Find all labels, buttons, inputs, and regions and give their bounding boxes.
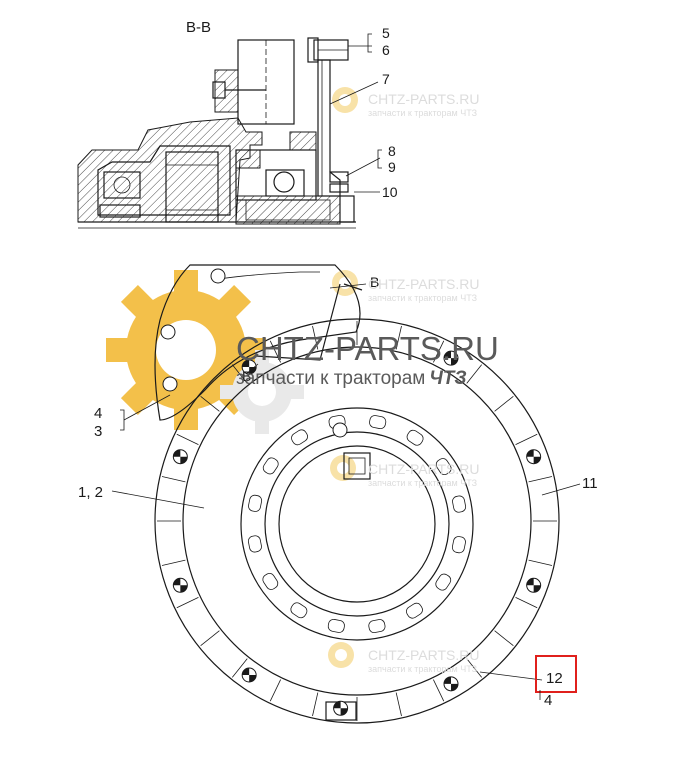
callout-leaders-section — [329, 33, 382, 193]
section-mark-b-bottom: B — [242, 368, 251, 384]
callout-1-2: 1, 2 — [78, 484, 103, 501]
svg-text:CHTZ-PARTS.RU: CHTZ-PARTS.RU — [368, 461, 479, 477]
section-b-b-drawing — [77, 37, 356, 229]
watermark-small-4: CHTZ-PARTS.RU запчасти к тракторам ЧТЗ — [368, 647, 479, 674]
callout-4-top: 4 — [94, 405, 102, 422]
callout-5: 5 — [382, 25, 390, 41]
section-mark-b-top: B — [370, 274, 379, 290]
watermark-small-1: CHTZ-PARTS.RU запчасти к тракторам ЧТЗ — [368, 91, 479, 118]
highlight-box-12[interactable] — [535, 655, 577, 693]
svg-text:запчасти к тракторам ЧТЗ: запчасти к тракторам ЧТЗ — [368, 478, 477, 488]
callout-8: 8 — [388, 143, 396, 159]
watermark-small-3: CHTZ-PARTS.RU запчасти к тракторам ЧТЗ — [368, 461, 479, 488]
callout-leaders-plan — [111, 283, 581, 681]
callout-6: 6 — [382, 42, 390, 58]
callout-12[interactable]: 12 — [546, 670, 563, 687]
svg-text:CHTZ-PARTS.RU: CHTZ-PARTS.RU — [368, 276, 479, 292]
plan-view-drawing — [154, 264, 560, 724]
watermark-small-2: CHTZ-PARTS.RU запчасти к тракторам ЧТЗ — [368, 276, 479, 303]
callout-10: 10 — [382, 184, 398, 200]
watermark-gear-small-icon — [220, 350, 304, 434]
callout-4-bottom: 4 — [544, 692, 552, 709]
section-title: B-B — [186, 19, 211, 36]
callout-3: 3 — [94, 423, 102, 440]
svg-text:запчасти к тракторам ЧТЗ: запчасти к тракторам ЧТЗ — [368, 293, 477, 303]
watermark-gear-faint-icon — [328, 87, 358, 668]
svg-text:запчасти к тракторам ЧТЗ: запчасти к тракторам ЧТЗ — [368, 664, 477, 674]
svg-text:CHTZ-PARTS.RU: CHTZ-PARTS.RU — [368, 91, 479, 107]
callout-7: 7 — [382, 71, 390, 87]
svg-text:CHTZ-PARTS.RU: CHTZ-PARTS.RU — [368, 647, 479, 663]
ring-segments — [157, 321, 557, 721]
callout-11: 11 — [582, 475, 598, 492]
callout-9: 9 — [388, 159, 396, 175]
svg-text:запчасти к тракторам ЧТЗ: запчасти к тракторам ЧТЗ — [368, 108, 477, 118]
bolt-markers — [160, 268, 542, 716]
svg-text:CHTZ-PARTS.RU: CHTZ-PARTS.RU — [236, 330, 499, 367]
hub-scallops — [247, 414, 467, 634]
